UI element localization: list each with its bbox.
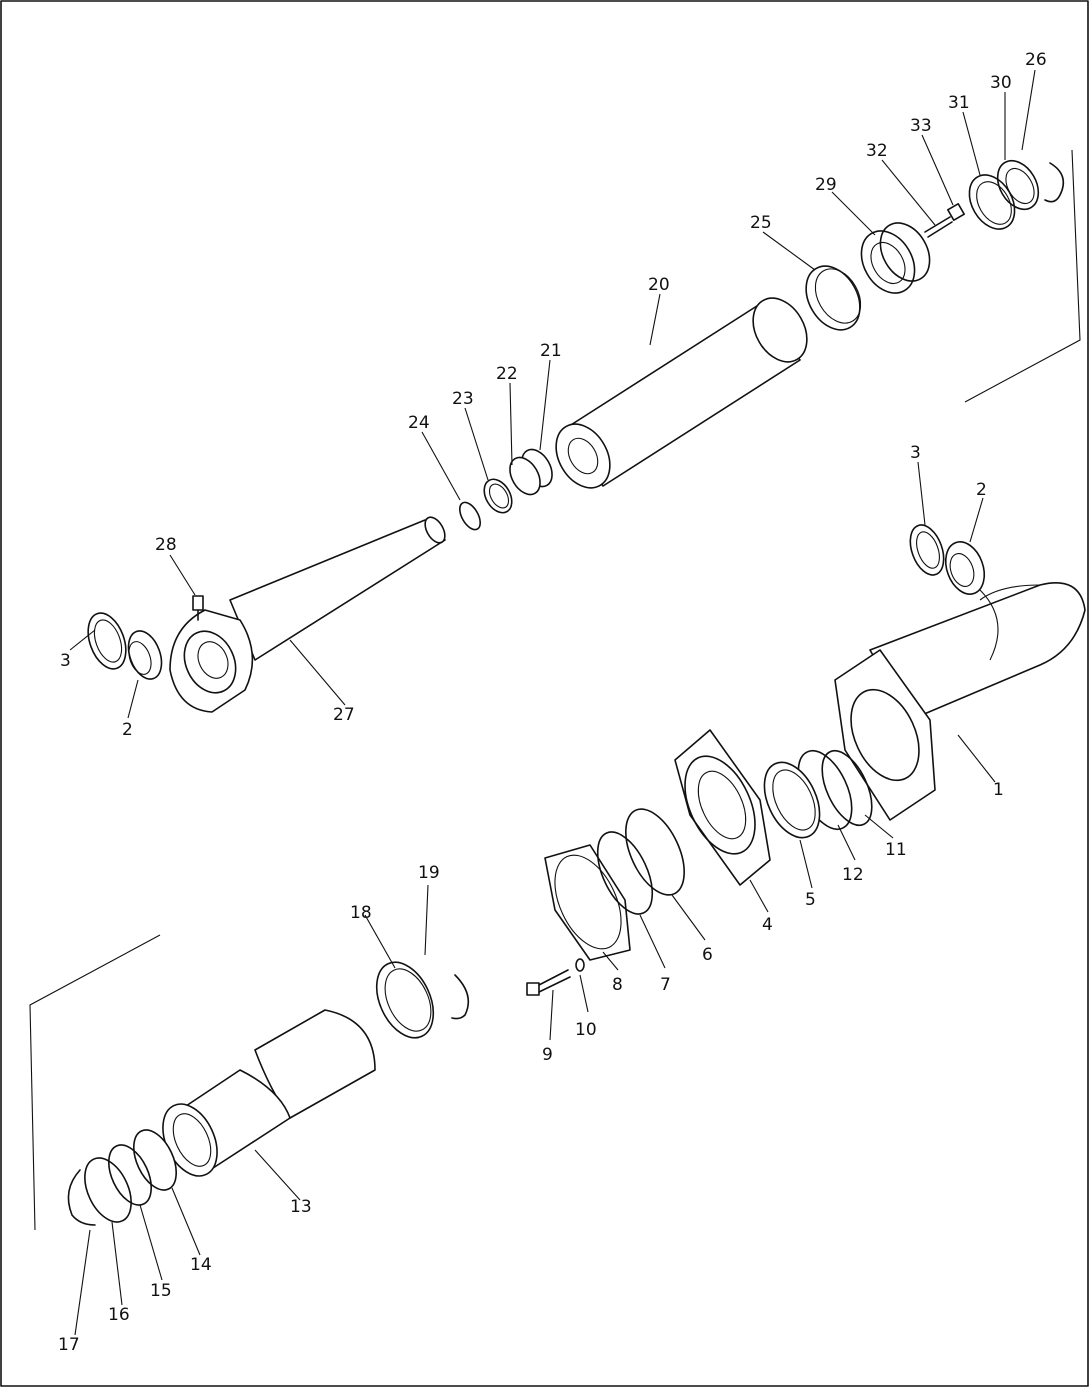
label-6: 6 [702, 945, 713, 965]
part-4-cylinder-head [674, 729, 771, 886]
part-17-snap-ring [67, 1169, 96, 1226]
label-19: 19 [418, 863, 440, 883]
label-2-right: 2 [976, 480, 987, 500]
part-20-tube [555, 297, 808, 489]
part-15-ring [108, 1144, 152, 1206]
part-19-snap-ring [451, 974, 470, 1020]
label-7: 7 [660, 975, 671, 995]
label-26: 26 [1025, 50, 1047, 70]
label-23: 23 [452, 389, 474, 409]
label-18: 18 [350, 903, 372, 923]
part-6-ring [625, 808, 685, 896]
part-26-snap-ring [1044, 162, 1065, 203]
part-7-ring [596, 831, 654, 915]
part-23-ring [483, 478, 513, 514]
part-2-bushing-left [127, 630, 163, 680]
label-2-left: 2 [122, 720, 133, 740]
leader-lines [69, 69, 1036, 1336]
label-20: 20 [648, 275, 670, 295]
part-3-seal-left [87, 612, 127, 670]
label-16: 16 [108, 1305, 130, 1325]
part-31-ring [968, 174, 1016, 230]
label-22: 22 [496, 364, 518, 384]
assembly-bracket-lower [29, 934, 161, 1231]
label-3-left: 3 [60, 651, 71, 671]
label-9: 9 [542, 1045, 553, 1065]
label-3-right: 3 [910, 443, 921, 463]
label-17: 17 [58, 1335, 80, 1355]
label-32: 32 [866, 141, 888, 161]
part-32-33-screw [924, 203, 965, 238]
part-1-cylinder [834, 581, 1086, 821]
label-21: 21 [540, 341, 562, 361]
label-5: 5 [805, 890, 816, 910]
part-27-piston-rod [169, 516, 446, 713]
label-28: 28 [155, 535, 177, 555]
label-14: 14 [190, 1255, 212, 1275]
part-25-wear-ring [805, 265, 862, 331]
part-2-bushing-right [944, 541, 986, 595]
part-16-ring [84, 1157, 132, 1223]
label-12: 12 [842, 865, 864, 885]
label-13: 13 [290, 1197, 312, 1217]
part-3-seal-right [909, 524, 945, 576]
part-18-ring [375, 961, 435, 1039]
label-31: 31 [948, 93, 970, 113]
part-8-plate [544, 844, 631, 961]
part-28-grease-fitting [192, 595, 204, 621]
part-14-ring [133, 1129, 177, 1191]
part-10-washer [575, 958, 585, 972]
label-4: 4 [762, 915, 773, 935]
label-8: 8 [612, 975, 623, 995]
part-labels: 26 30 31 33 32 29 25 20 21 22 23 24 28 3… [58, 50, 1047, 1355]
label-10: 10 [575, 1020, 597, 1040]
part-24-o-ring [458, 501, 482, 531]
part-13-tube [162, 1009, 376, 1177]
label-15: 15 [150, 1281, 172, 1301]
label-30: 30 [990, 73, 1012, 93]
part-9-bolt [526, 969, 571, 996]
label-25: 25 [750, 213, 772, 233]
label-1: 1 [993, 780, 1004, 800]
label-33: 33 [910, 116, 932, 136]
part-5-bushing [763, 761, 821, 839]
part-29-piston [860, 222, 931, 294]
label-27: 27 [333, 705, 355, 725]
part-21-ring [509, 448, 553, 496]
label-11: 11 [885, 840, 907, 860]
label-24: 24 [408, 413, 430, 433]
assembly-bracket-upper [964, 149, 1081, 403]
part-11-o-ring [821, 749, 873, 827]
label-29: 29 [815, 175, 837, 195]
